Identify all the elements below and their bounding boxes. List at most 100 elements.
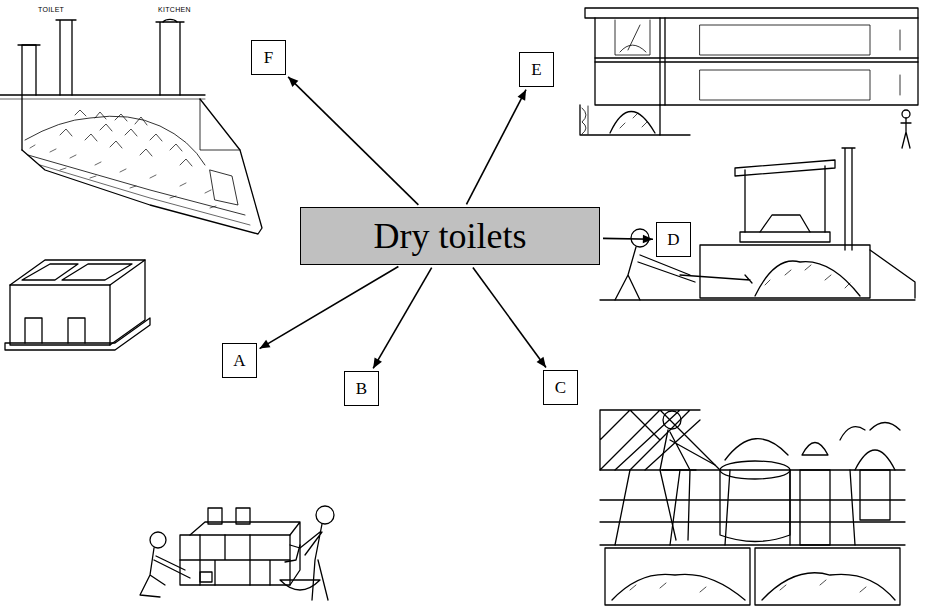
double-vault-box-stroke: [10, 285, 110, 345]
builders-with-blocks-stroke: [190, 522, 300, 585]
letter-box: C: [543, 370, 578, 405]
arrow-head: [373, 357, 382, 368]
arrow-connector: [603, 235, 653, 244]
indoor-vault-toilet-stroke: [855, 450, 895, 520]
building-section-stroke: [615, 20, 650, 55]
building-section-stroke: [628, 25, 640, 50]
letter-label: B: [356, 379, 367, 399]
solar-chamber-toilet: [600, 148, 915, 300]
building-section-stroke: [902, 110, 910, 118]
arrow-head: [288, 77, 298, 87]
solar-chamber-toilet-stroke: [680, 275, 752, 283]
building-section-stroke: [585, 8, 918, 18]
toilet-kitchen-section-stroke: [56, 20, 76, 95]
double-vault-box-stroke: [10, 260, 145, 285]
indoor-vault-toilet-stroke: [800, 443, 830, 546]
solar-chamber-toilet-stroke: [765, 265, 850, 288]
building-section-stroke: [595, 18, 918, 105]
arrow-line: [260, 267, 399, 349]
indoor-vault-toilet-stroke: [605, 548, 900, 605]
letter-box: D: [656, 222, 691, 257]
solar-chamber-toilet-stroke: [870, 250, 915, 298]
builders-with-blocks-stroke: [180, 535, 290, 585]
indoor-vault-toilet-stroke: [720, 470, 790, 542]
solar-chamber-toilet-stroke: [842, 148, 855, 250]
toilet-kitchen-section-stroke: [156, 22, 184, 95]
indoor-vault-toilet-stroke: [840, 423, 900, 441]
toilet-kitchen-section-stroke: [25, 116, 205, 165]
double-vault-box-stroke: [110, 260, 145, 345]
arrow-connector: [373, 268, 432, 369]
toilet-kitchen-section-stroke: [210, 170, 238, 205]
builders-with-blocks-stroke: [280, 580, 320, 590]
solar-chamber-toilet-stroke: [745, 166, 825, 232]
arrow-head: [260, 340, 271, 349]
solar-chamber-toilet-stroke: [735, 160, 835, 176]
toilet-kitchen-section-stroke: [18, 45, 40, 150]
toilet-kitchen-section-stroke: [22, 45, 36, 95]
solar-chamber-toilet-stroke: [755, 261, 860, 296]
arrow-head: [643, 235, 653, 244]
indoor-vault-toilet-stroke: [630, 580, 866, 592]
toilet-kitchen-section-stroke: [163, 19, 177, 22]
arrow-line: [288, 77, 418, 205]
letter-box: E: [519, 52, 554, 87]
toilet-kitchen-section-stroke: [60, 110, 192, 166]
builders-with-blocks-stroke: [140, 548, 190, 597]
indoor-vault-toilet-stroke: [600, 410, 720, 470]
builders-with-blocks-stroke: [200, 572, 212, 582]
indoor-vault-toilet-stroke: [663, 411, 681, 429]
letter-box: F: [251, 40, 286, 75]
double-vault-box-stroke: [22, 264, 78, 280]
indoor-vault-toilet-stroke: [600, 470, 905, 545]
builders-with-blocks-stroke: [180, 535, 290, 585]
part-label: TOILET: [38, 6, 64, 13]
indoor-vault-toilet-stroke: [660, 430, 715, 540]
builders-with-blocks-stroke: [285, 545, 300, 562]
builders-with-blocks: [140, 506, 334, 600]
arrow-head: [537, 357, 546, 368]
builders-with-blocks-stroke: [316, 506, 334, 524]
toilet-kitchen-section-stroke: [0, 94, 205, 95]
building-section-stroke: [700, 25, 870, 100]
indoor-vault-toilet-stroke: [725, 439, 788, 460]
part-label: KITCHEN: [158, 6, 191, 13]
letter-box: A: [222, 343, 257, 378]
letter-label: F: [264, 48, 273, 68]
arrow-connector: [473, 267, 546, 367]
toilet-kitchen-section-stroke: [40, 165, 250, 225]
building-section-stroke: [660, 134, 690, 135]
double-vault-box: [5, 260, 150, 350]
title-text: Dry toilets: [374, 215, 527, 257]
toilet-kitchen-section-stroke: [22, 99, 262, 234]
arrow-connector: [466, 90, 526, 205]
arrow-line: [373, 268, 432, 369]
building-section-stroke: [660, 18, 665, 105]
solar-chamber-toilet-stroke: [740, 232, 830, 242]
indoor-vault-toilet-stroke: [720, 461, 790, 479]
building-section-stroke: [580, 105, 660, 135]
solar-chamber-toilet-stroke: [600, 299, 915, 300]
indoor-vault-toilet-stroke: [612, 573, 895, 600]
building-section-stroke: [582, 106, 588, 134]
building-section: [580, 8, 918, 148]
double-vault-box-stroke: [25, 318, 42, 343]
arrow-connector: [260, 267, 399, 349]
letter-label: E: [531, 60, 541, 80]
double-vault-box-stroke: [62, 264, 132, 280]
arrow-connector: [288, 77, 418, 205]
toilet-kitchen-section-stroke: [200, 99, 240, 150]
building-section-stroke: [595, 58, 918, 62]
title-box: Dry toilets: [300, 207, 600, 265]
toilet-kitchen-section-stroke: [0, 99, 205, 100]
arrow-line: [473, 267, 546, 367]
building-section-stroke: [901, 118, 911, 148]
building-section-stroke: [620, 113, 647, 128]
arrow-head: [518, 90, 526, 101]
indoor-vault-toilet-stroke: [600, 470, 905, 545]
building-section-stroke: [620, 45, 646, 52]
solar-chamber-toilet-stroke: [760, 215, 810, 232]
toilet-kitchen-section-stroke: [30, 145, 216, 208]
